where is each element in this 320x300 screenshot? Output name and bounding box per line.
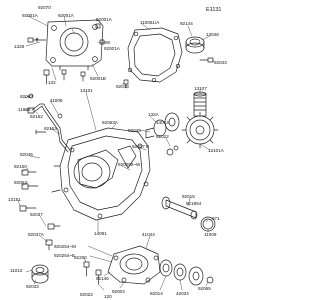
label-13107: 13107 (194, 86, 207, 91)
label-132a: 132A (148, 112, 159, 117)
cover-bolts (27, 23, 111, 85)
ring-gear (181, 111, 219, 149)
label-92049: 92049 (128, 128, 141, 133)
cover-plate (45, 19, 104, 71)
label-920250w: 920250~W (118, 162, 141, 167)
label-120: 120 (104, 294, 112, 299)
gasket (127, 27, 183, 83)
parts-diagram: E1131 (8, 5, 227, 299)
filler-bolt-left (19, 169, 39, 212)
label-132: 132 (48, 80, 56, 85)
label-13101: 13101 (80, 88, 93, 93)
exploded-view-drawing (17, 15, 219, 291)
label-13101a: 13101A (208, 148, 224, 153)
label-1328: 1328 (14, 44, 25, 49)
drain-plug (45, 223, 61, 251)
label-92037a: 92037A (28, 232, 44, 237)
label-42034: 42034 (176, 291, 189, 296)
label-92002: 92002 (14, 180, 27, 185)
label-92015: 92015 (182, 194, 195, 199)
label-671: 671 (212, 216, 220, 221)
pinion-gear (145, 119, 167, 139)
label-92022: 92022 (156, 134, 169, 139)
label-92001a-left: 92001A (104, 46, 120, 51)
small-bolt-right (199, 57, 214, 63)
label-920254e: 920254~E (54, 253, 76, 258)
label-921954: 921954 (186, 201, 202, 206)
label-14091: 14091 (94, 231, 107, 236)
label-92065: 92065 (198, 286, 211, 291)
oil-seal-top (185, 36, 205, 54)
label-11008-b: 11008 (50, 98, 63, 103)
label-110061a: 110061/A (140, 20, 160, 25)
bearing-housing (107, 245, 161, 285)
bearing-stack (159, 259, 214, 286)
label-14014: 14014 (156, 120, 169, 125)
label-92001a-1: 92001A (58, 13, 74, 18)
label-92070: 92070 (38, 5, 51, 10)
label-92150: 92150 (14, 164, 27, 169)
label-92001a-top: 92001A (22, 13, 38, 18)
label-92043: 92043 (214, 60, 227, 65)
collar-bottom-left (31, 264, 49, 284)
label-92037: 92037 (30, 212, 43, 217)
pinion-shaft (161, 196, 198, 220)
label-92046: 92046 (20, 152, 33, 157)
label-92146: 92146 (96, 276, 109, 281)
label-92014: 92014 (150, 291, 163, 296)
label-92063a: 92063A (102, 120, 118, 125)
label-92152: 92152 (30, 114, 43, 119)
label-11009: 11009 (204, 232, 217, 237)
label-92043-b: 92043 (116, 84, 129, 89)
diagram-code: E1131 (206, 7, 222, 13)
label-92153: 92153 (44, 126, 57, 131)
label-92022-b: 92022 (80, 292, 93, 297)
label-13151: 13151 (8, 197, 21, 202)
label-92144: 92144 (180, 21, 193, 26)
label-920254m: 920254~M (54, 244, 76, 249)
label-11012: 11012 (10, 268, 23, 273)
bottom-small-parts (83, 261, 102, 285)
label-92001a-right: 92001A (96, 17, 112, 22)
label-92063: 92063 (20, 94, 33, 99)
label-92033: 92033 (26, 284, 39, 289)
leader-lines (17, 15, 215, 291)
breather-pipe (27, 93, 71, 153)
label-11008-a: 11008 (18, 107, 31, 112)
bearing-right (164, 112, 180, 132)
final-gear-case (51, 127, 151, 221)
label-92003: 92003 (112, 289, 125, 294)
label-41044: 41044 (142, 232, 155, 237)
label-13046: 13046 (206, 32, 219, 37)
label-92027b: 92027 B (132, 144, 150, 149)
label-92001b: 92001B (90, 76, 106, 81)
label-92200: 92200 (74, 255, 87, 260)
seal-small-right (166, 145, 179, 156)
